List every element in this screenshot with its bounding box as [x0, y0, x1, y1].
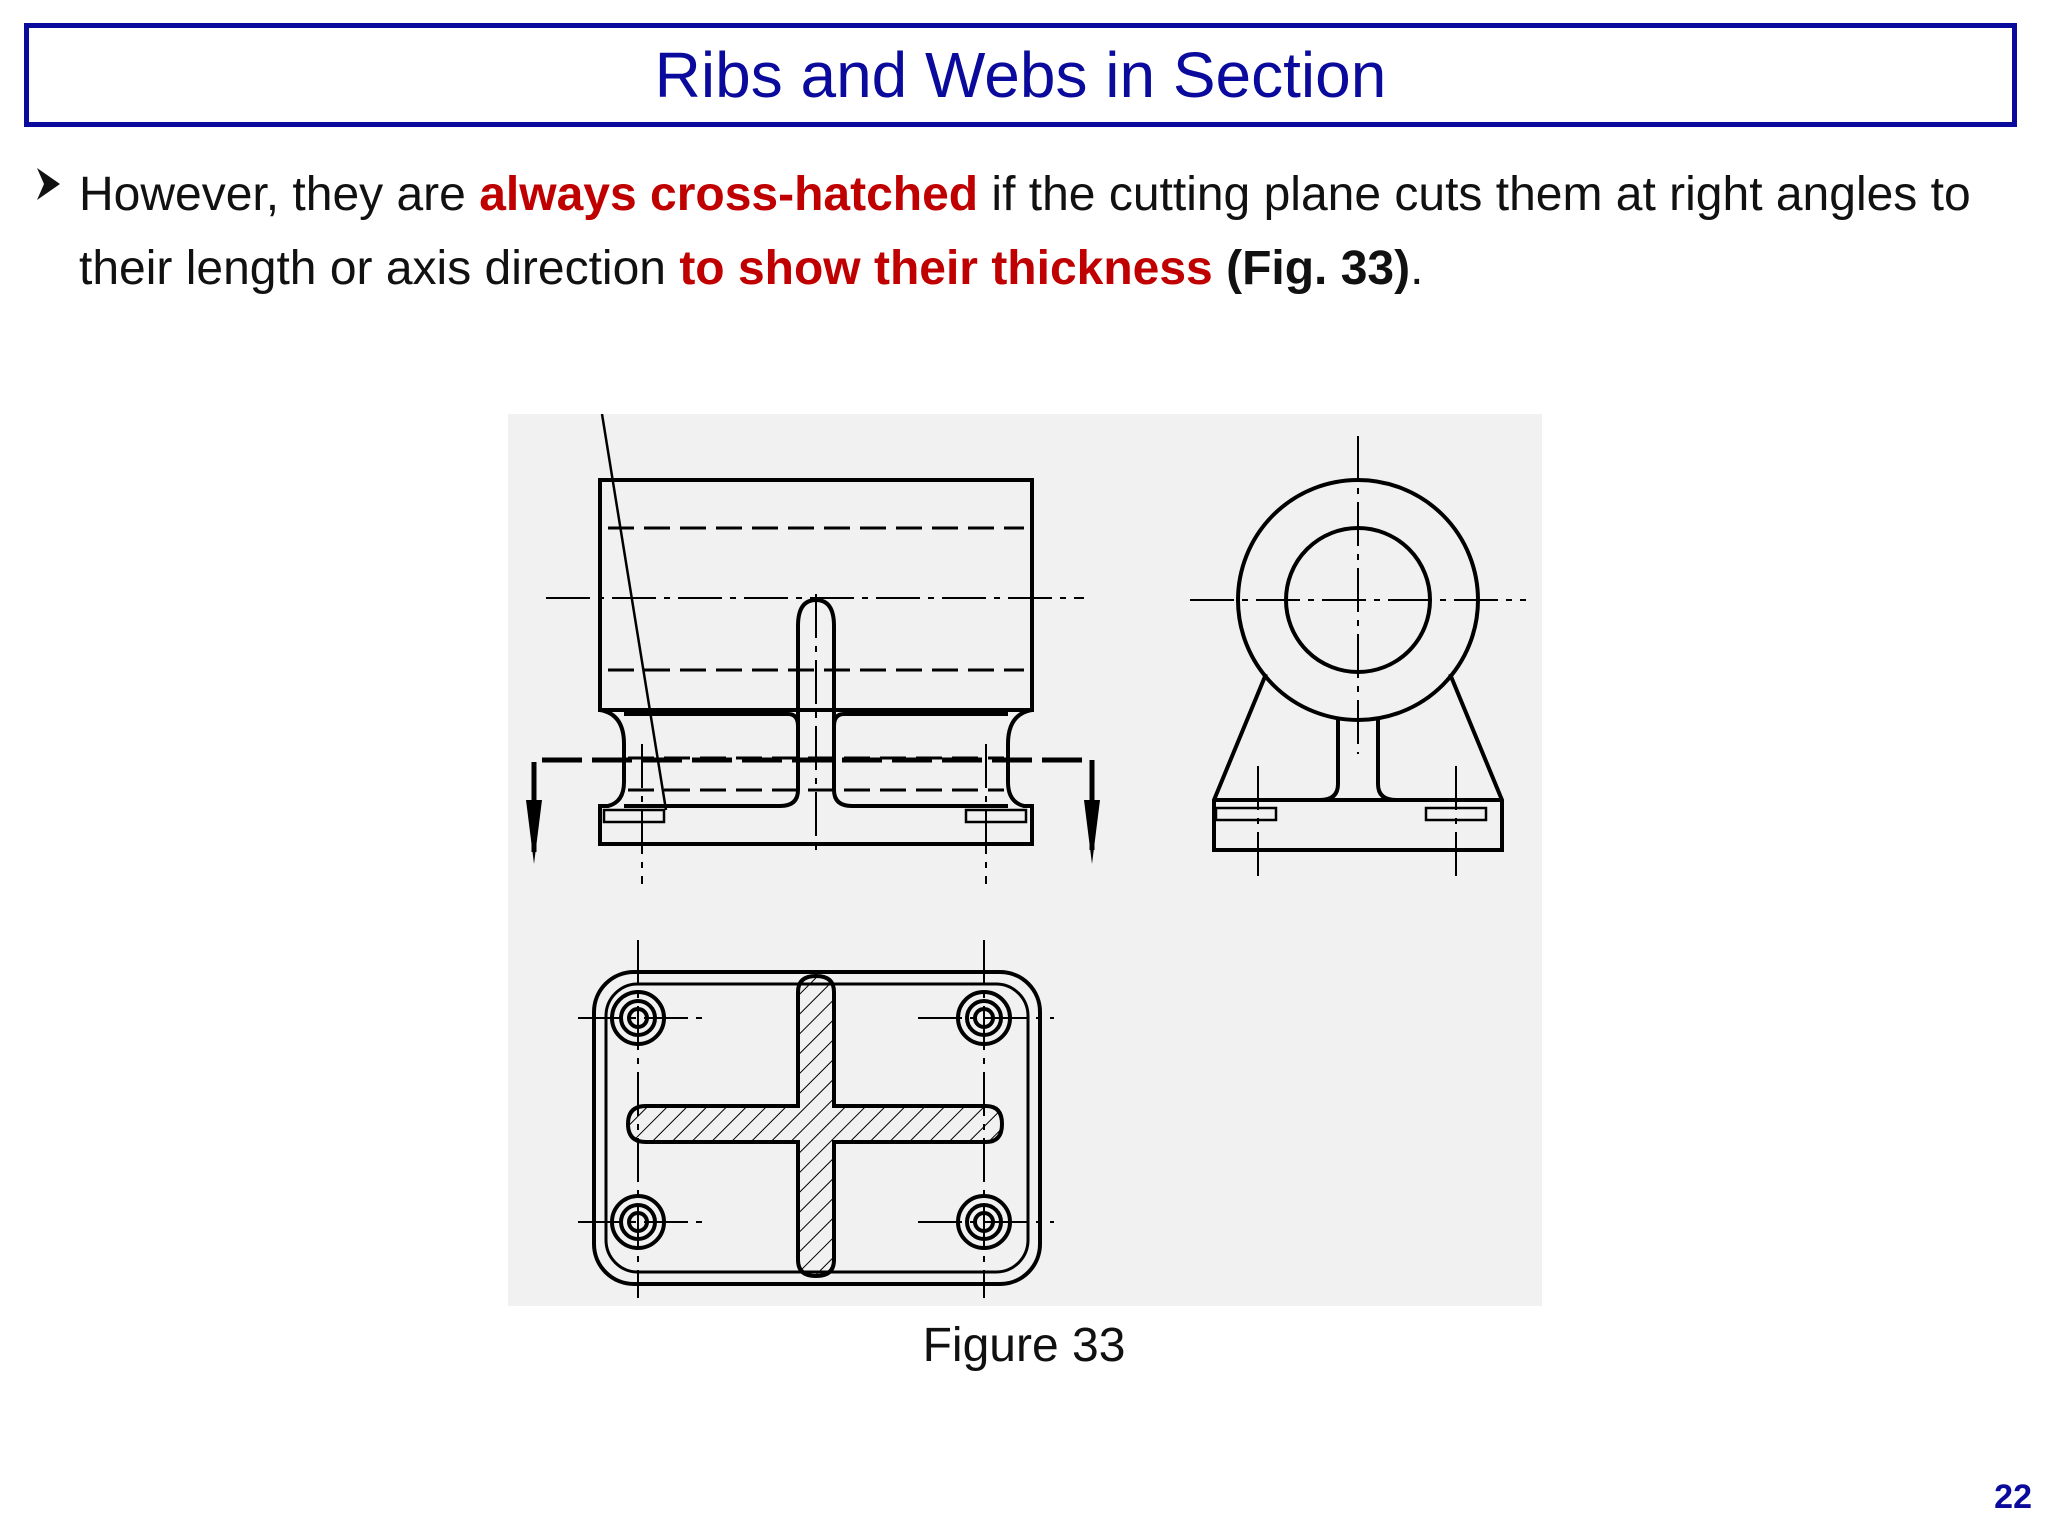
- bullet-text: However, they are always cross-hatched i…: [79, 158, 1994, 306]
- highlight-always-cross-hatched: always cross-hatched: [479, 168, 979, 221]
- bullet-text-part-1: However, they are: [79, 168, 480, 221]
- front-view-center-lines: [546, 594, 1084, 884]
- section-arrows: [526, 800, 1100, 864]
- side-view-center-lines: [1190, 436, 1526, 884]
- page-number: 22: [1994, 1478, 2032, 1516]
- figure-reference: (Fig. 33): [1226, 242, 1411, 295]
- title-box: Ribs and Webs in Section: [24, 23, 2017, 127]
- hatched-rib-cross: [625, 973, 1005, 1279]
- figure-33-drawing: [508, 414, 1542, 1306]
- bullet-text-part-4: .: [1410, 242, 1424, 295]
- technical-drawing: [526, 414, 1526, 1298]
- figure-caption: Figure 33: [922, 1319, 1126, 1372]
- bullet-text-part-2: if the cutting plane cuts them at right …: [79, 168, 1971, 295]
- cutting-plane-line: [531, 757, 1095, 852]
- slide-title: Ribs and Webs in Section: [654, 39, 1387, 111]
- right-arrowhead-bullet-icon: [37, 168, 60, 200]
- section-view-center-lines: [578, 940, 1054, 1298]
- highlight-show-thickness: to show their thickness: [679, 242, 1213, 295]
- bullet-text-part-3: [1213, 242, 1226, 295]
- bullet-point: However, they are always cross-hatched i…: [34, 158, 1994, 306]
